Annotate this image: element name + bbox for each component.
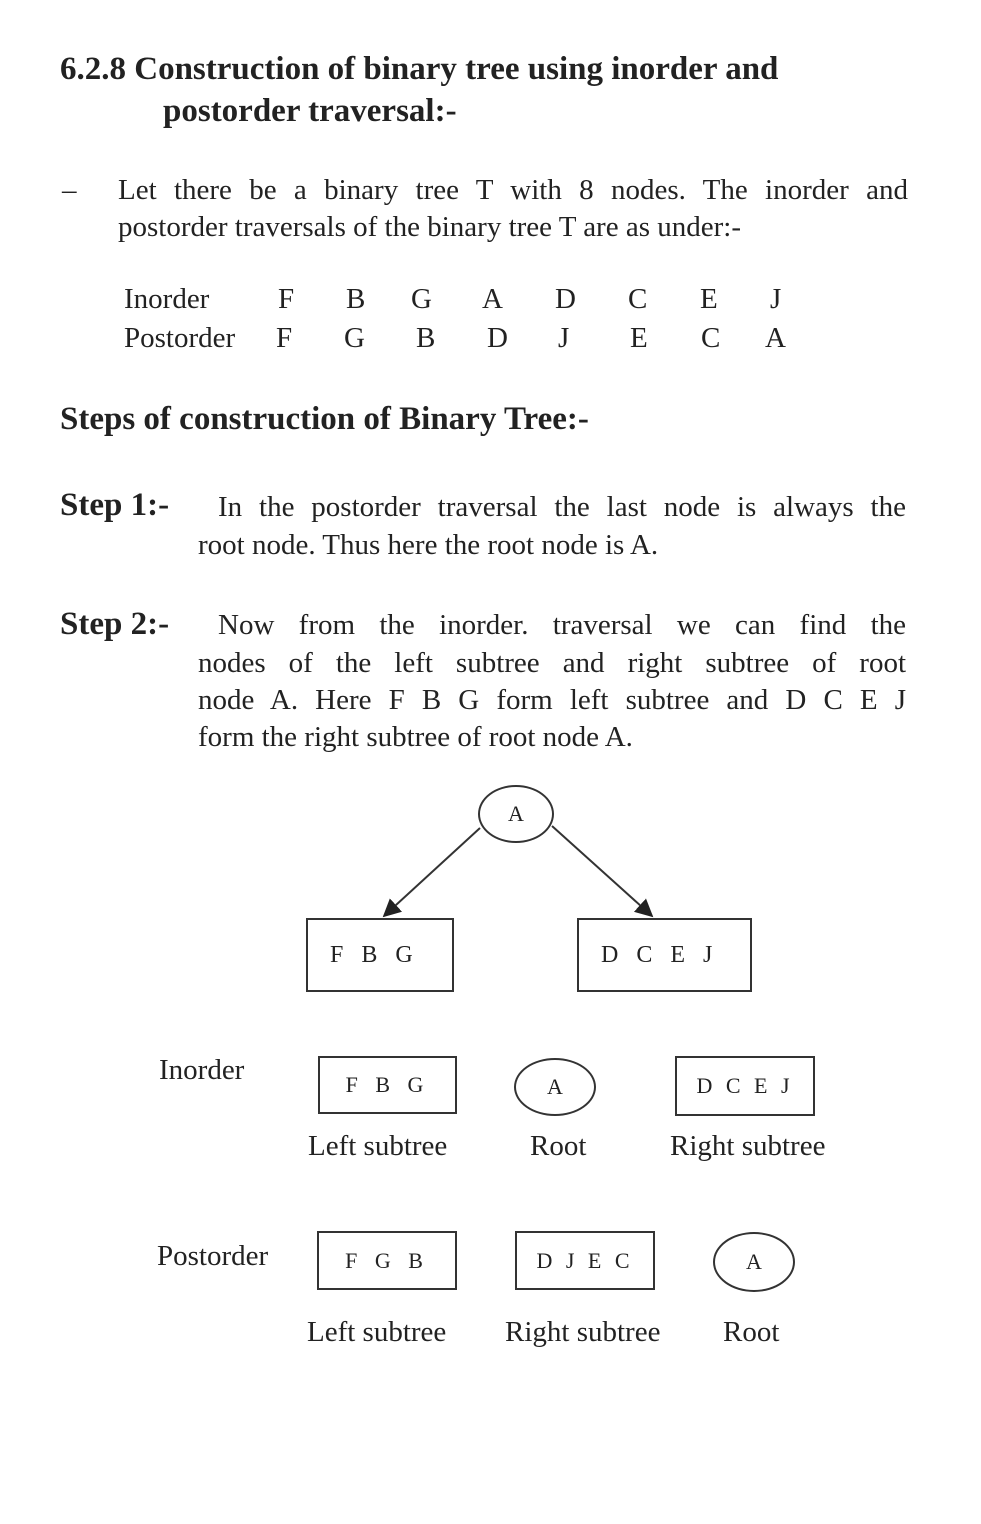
postorder-node: C xyxy=(701,322,721,354)
postorder-node: B xyxy=(416,322,436,354)
step2-line3: node A. Here F B G form left subtree and… xyxy=(198,684,906,716)
postorder-node: J xyxy=(558,322,570,354)
postorder-left-box: F G B xyxy=(317,1231,457,1290)
step1-label: Step 1:- xyxy=(60,487,170,523)
inorder-right-caption: Right subtree xyxy=(670,1130,826,1162)
postorder-label: Postorder xyxy=(124,322,236,354)
intro-line1: Let there be a binary tree T with 8 node… xyxy=(118,174,908,206)
inorder-right-box-label: D C E J xyxy=(696,1073,794,1098)
inorder-node: G xyxy=(411,283,432,315)
inorder-label: Inorder xyxy=(124,283,210,315)
tree-diagram xyxy=(382,825,654,918)
step2-line2: nodes of the left subtree and right subt… xyxy=(198,647,906,679)
postorder-node: G xyxy=(344,322,365,354)
section-title-line1: Construction of binary tree using inorde… xyxy=(134,51,779,87)
inorder-node: J xyxy=(770,283,782,315)
inorder-right-box: D C E J xyxy=(675,1056,815,1116)
inorder-left-caption: Left subtree xyxy=(308,1130,448,1162)
step2-line4: form the right subtree of root node A. xyxy=(198,721,633,753)
postorder-right-box: D J E C xyxy=(515,1231,655,1290)
section-number: 6.2.8 xyxy=(60,51,126,87)
inorder-root-caption: Root xyxy=(530,1130,587,1162)
intro-line2: postorder traversals of the binary tree … xyxy=(118,211,741,243)
inorder-root-label: A xyxy=(547,1074,563,1099)
inorder-root-oval: A xyxy=(514,1058,596,1116)
postorder-root-caption: Root xyxy=(723,1316,780,1348)
tree-left-subtree-box: F B G xyxy=(306,918,454,992)
step1-line1: In the postorder traversal the last node… xyxy=(218,491,906,523)
postorder-node: A xyxy=(765,322,786,354)
postorder-node: E xyxy=(630,322,648,354)
postorder-root-label: A xyxy=(746,1249,762,1274)
postorder-root-oval: A xyxy=(713,1232,795,1292)
tree-root-label: A xyxy=(508,801,524,826)
postorder-row-label: Postorder xyxy=(157,1240,269,1272)
section-heading: 6.2.8 Construction of binary tree using … xyxy=(60,48,920,90)
postorder-node: F xyxy=(276,322,293,354)
tree-left-subtree-label: F B G xyxy=(330,941,419,968)
inorder-left-box: F B G xyxy=(318,1056,457,1114)
step2-line1: Now from the inorder. traversal we can f… xyxy=(218,609,906,641)
inorder-left-box-label: F B G xyxy=(345,1072,430,1097)
inorder-node: E xyxy=(700,283,718,315)
section-title-line2: postorder traversal:- xyxy=(163,93,457,129)
tree-root-node: A xyxy=(478,785,554,843)
postorder-left-caption: Left subtree xyxy=(307,1316,447,1348)
inorder-node: A xyxy=(482,283,503,315)
step2-label: Step 2:- xyxy=(60,606,170,642)
postorder-right-caption: Right subtree xyxy=(505,1316,661,1348)
step1-line2: root node. Thus here the root node is A. xyxy=(198,529,659,561)
tree-right-subtree-box: D C E J xyxy=(577,918,752,992)
postorder-right-box-label: D J E C xyxy=(536,1247,634,1273)
inorder-node: F xyxy=(278,283,295,315)
intro-bullet: – xyxy=(62,174,77,206)
postorder-node: D xyxy=(487,322,508,354)
inorder-node: C xyxy=(628,283,648,315)
inorder-row-label: Inorder xyxy=(159,1054,245,1086)
edge-left-arrow xyxy=(382,827,481,918)
inorder-node: B xyxy=(346,283,366,315)
edge-right-arrow xyxy=(551,825,654,918)
steps-heading: Steps of construction of Binary Tree:- xyxy=(60,401,589,437)
tree-right-subtree-label: D C E J xyxy=(601,941,719,968)
postorder-left-box-label: F G B xyxy=(345,1247,429,1273)
inorder-node: D xyxy=(555,283,576,315)
